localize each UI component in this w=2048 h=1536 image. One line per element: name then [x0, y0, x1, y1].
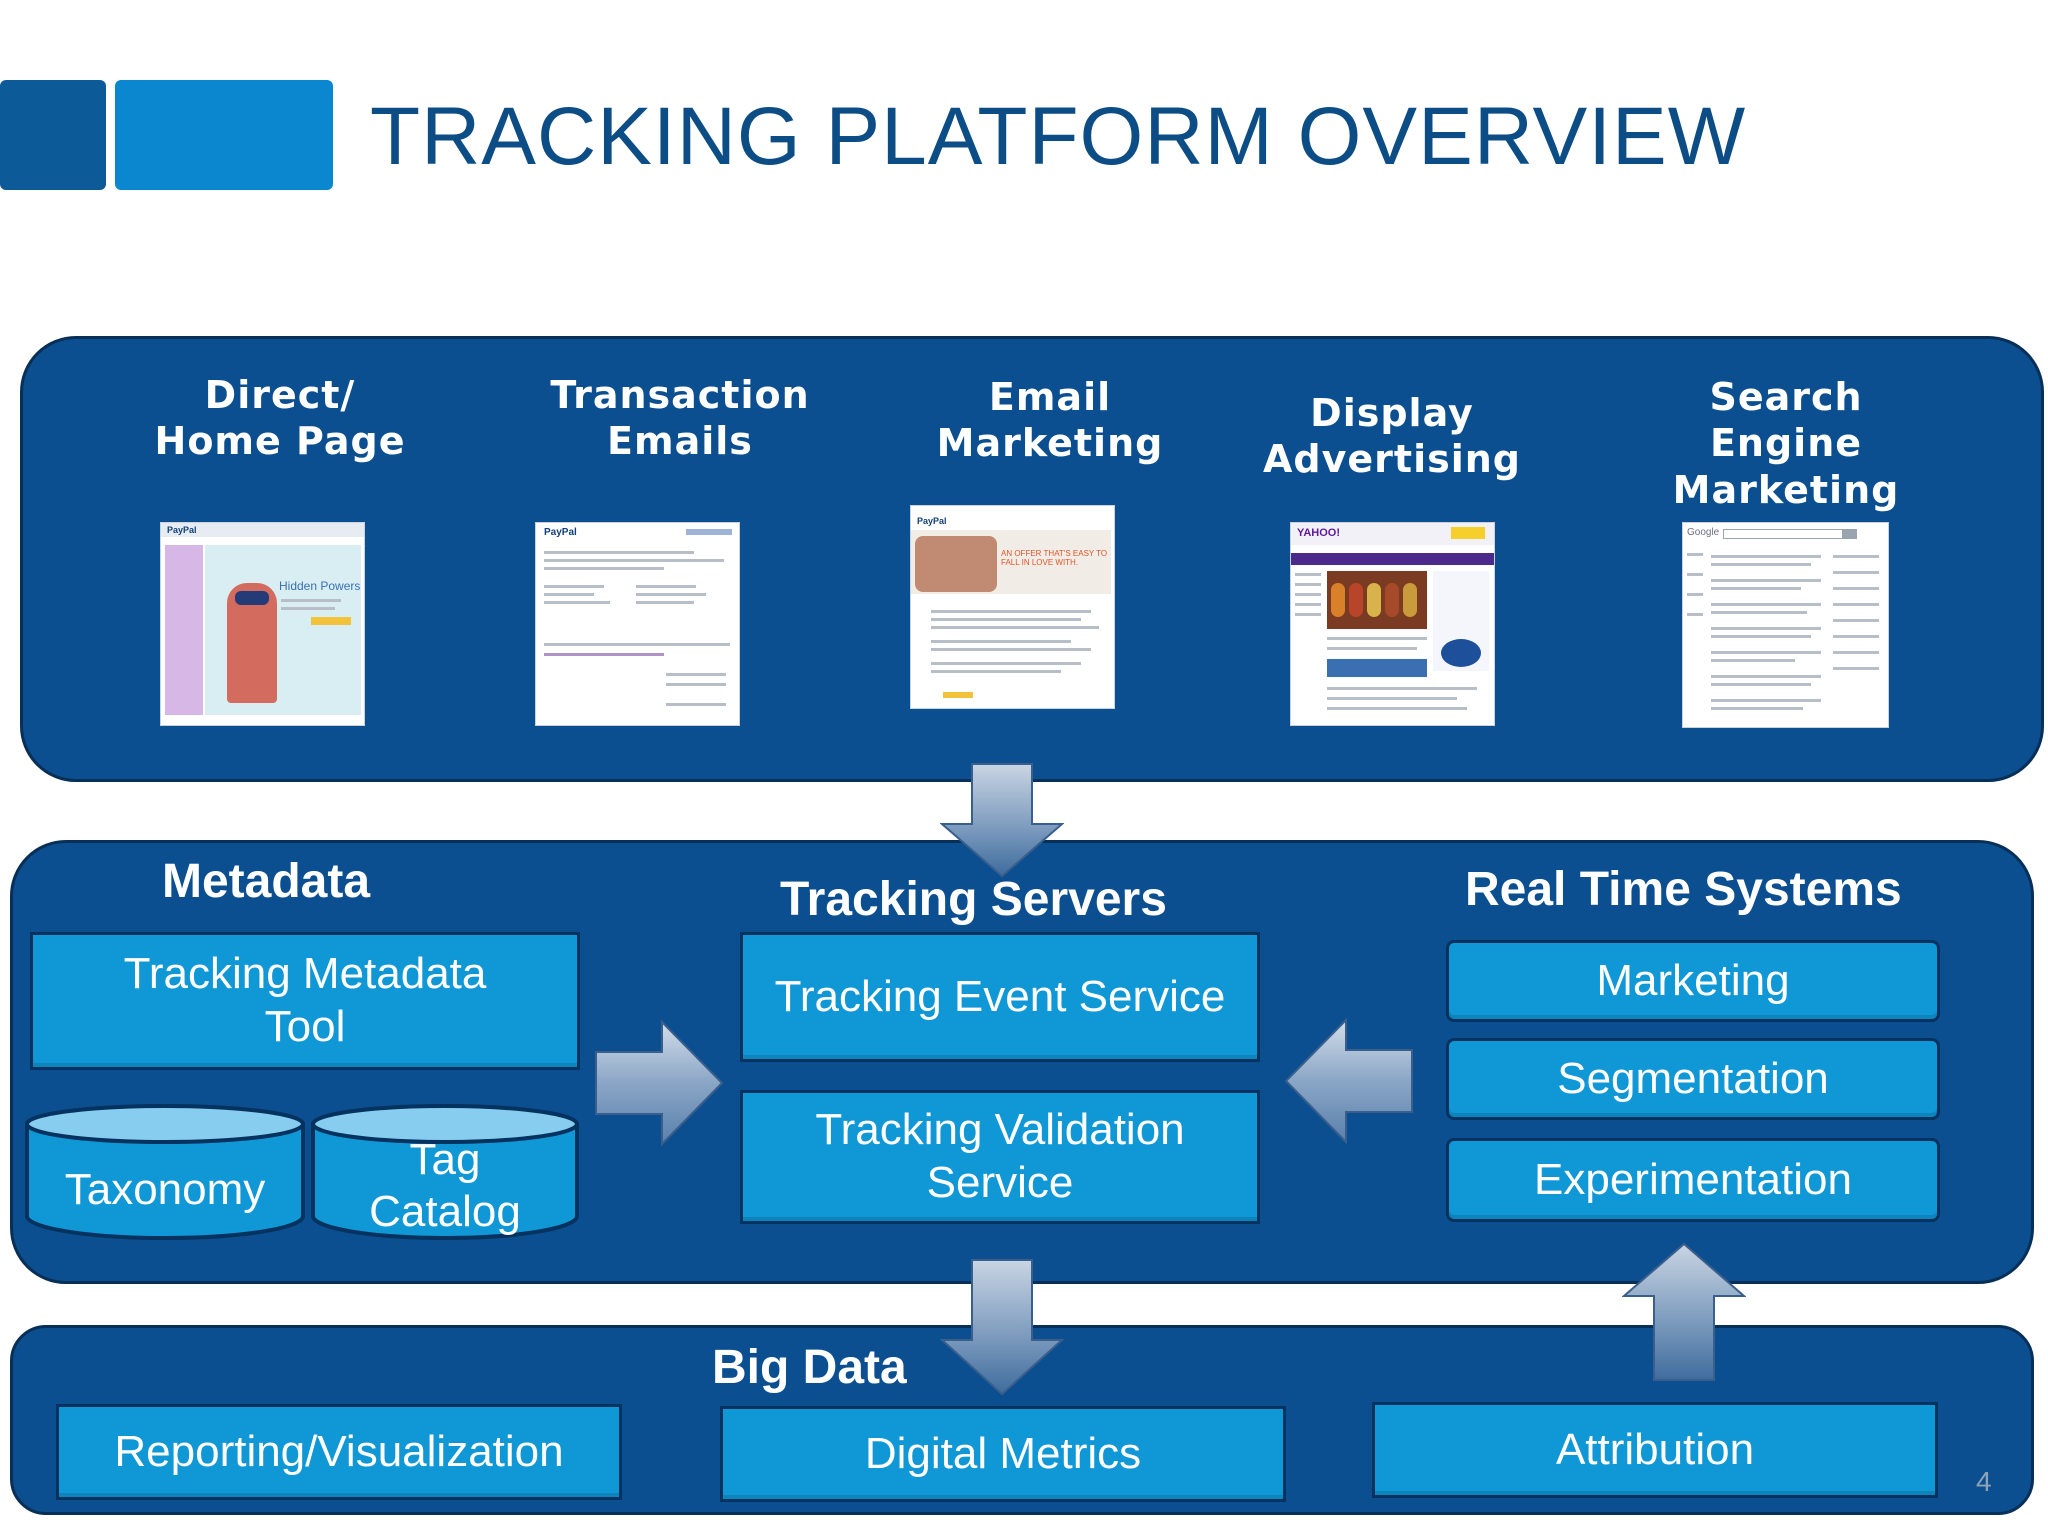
arrow-left-icon [1284, 1018, 1413, 1144]
tracking-event-service-box: Tracking Event Service [740, 932, 1260, 1062]
big-data-heading: Big Data [712, 1341, 907, 1394]
tag-catalog-label: Tag Catalog [369, 1135, 521, 1236]
tracking-validation-service-box: Tracking Validation Service [740, 1090, 1260, 1224]
channel-search-engine-marketing-label: Search Engine Marketing [1672, 375, 1900, 512]
marketing-email-thumbnail: PayPal AN OFFER THAT'S EASY TO FALL IN L… [910, 505, 1115, 709]
marketing-box: Marketing [1446, 940, 1940, 1022]
arrow-up-icon [1622, 1242, 1746, 1381]
transaction-email-thumbnail: PayPal [535, 522, 740, 726]
tracking-servers-heading: Tracking Servers [780, 873, 1167, 926]
arrow-down-icon [940, 1259, 1064, 1396]
arrow-right-icon [595, 1020, 724, 1146]
logo-square-light [115, 80, 333, 190]
tracking-metadata-tool-box: Tracking Metadata Tool [30, 932, 580, 1070]
page-title: TRACKING PLATFORM OVERVIEW [370, 91, 1747, 182]
attribution-box: Attribution [1372, 1402, 1938, 1498]
home-page-thumbnail: PayPal Hidden Powers [160, 522, 365, 726]
taxonomy-cylinder: Taxonomy [24, 1104, 306, 1242]
arrow-down-icon [940, 763, 1064, 878]
channel-display-advertising-label: Display Advertising [1263, 391, 1521, 482]
taxonomy-label: Taxonomy [64, 1165, 266, 1215]
real-time-systems-heading: Real Time Systems [1465, 863, 1902, 916]
tag-catalog-cylinder: Tag Catalog [310, 1104, 580, 1242]
reporting-visualization-box: Reporting/Visualization [56, 1404, 622, 1500]
channel-email-marketing-label: Email Marketing [936, 375, 1164, 466]
digital-metrics-box: Digital Metrics [720, 1406, 1286, 1502]
channel-transaction-emails-label: Transaction Emails [550, 373, 810, 464]
metadata-heading: Metadata [162, 855, 371, 908]
search-engine-thumbnail: Google [1682, 522, 1889, 728]
page-number: 4 [1976, 1466, 1992, 1497]
logo-square-dark [0, 80, 106, 190]
segmentation-box: Segmentation [1446, 1038, 1940, 1120]
experimentation-box: Experimentation [1446, 1138, 1940, 1222]
channel-direct-home-page-label: Direct/ Home Page [154, 373, 406, 464]
display-advertising-thumbnail: YAHOO! [1290, 522, 1495, 726]
